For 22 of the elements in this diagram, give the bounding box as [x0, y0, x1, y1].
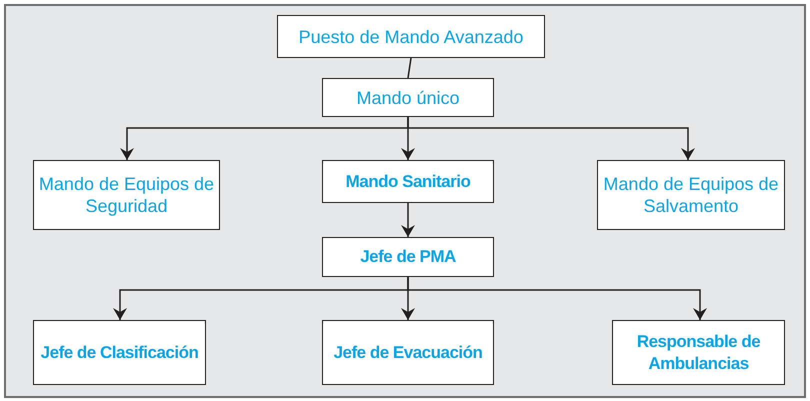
org-box	[322, 237, 494, 277]
box-label: Puesto de Mando Avanzado	[298, 26, 524, 48]
org-box	[33, 160, 220, 230]
connector-line	[407, 58, 412, 78]
org-box	[33, 320, 206, 385]
org-box	[322, 160, 494, 203]
arrow	[401, 203, 415, 237]
box-label: Jefe de PMA	[360, 246, 456, 268]
org-box	[597, 160, 785, 230]
box-label: Mando único	[356, 86, 460, 108]
box-label: Responsable de Ambulancias	[636, 330, 762, 374]
org-box	[277, 15, 545, 58]
arrow	[407, 117, 695, 160]
org-box	[322, 78, 494, 117]
box-label: Jefe de Clasificación	[40, 342, 198, 364]
box-label: Jefe de Evacuación	[334, 342, 482, 364]
org-box	[322, 320, 494, 385]
box-label: Mando de Equipos de Seguridad	[38, 173, 216, 217]
box-label: Mando de Equipos de Salvamento	[602, 173, 780, 217]
box-label: Mando Sanitario	[346, 170, 470, 192]
arrow	[407, 277, 707, 320]
org-box	[612, 320, 785, 385]
